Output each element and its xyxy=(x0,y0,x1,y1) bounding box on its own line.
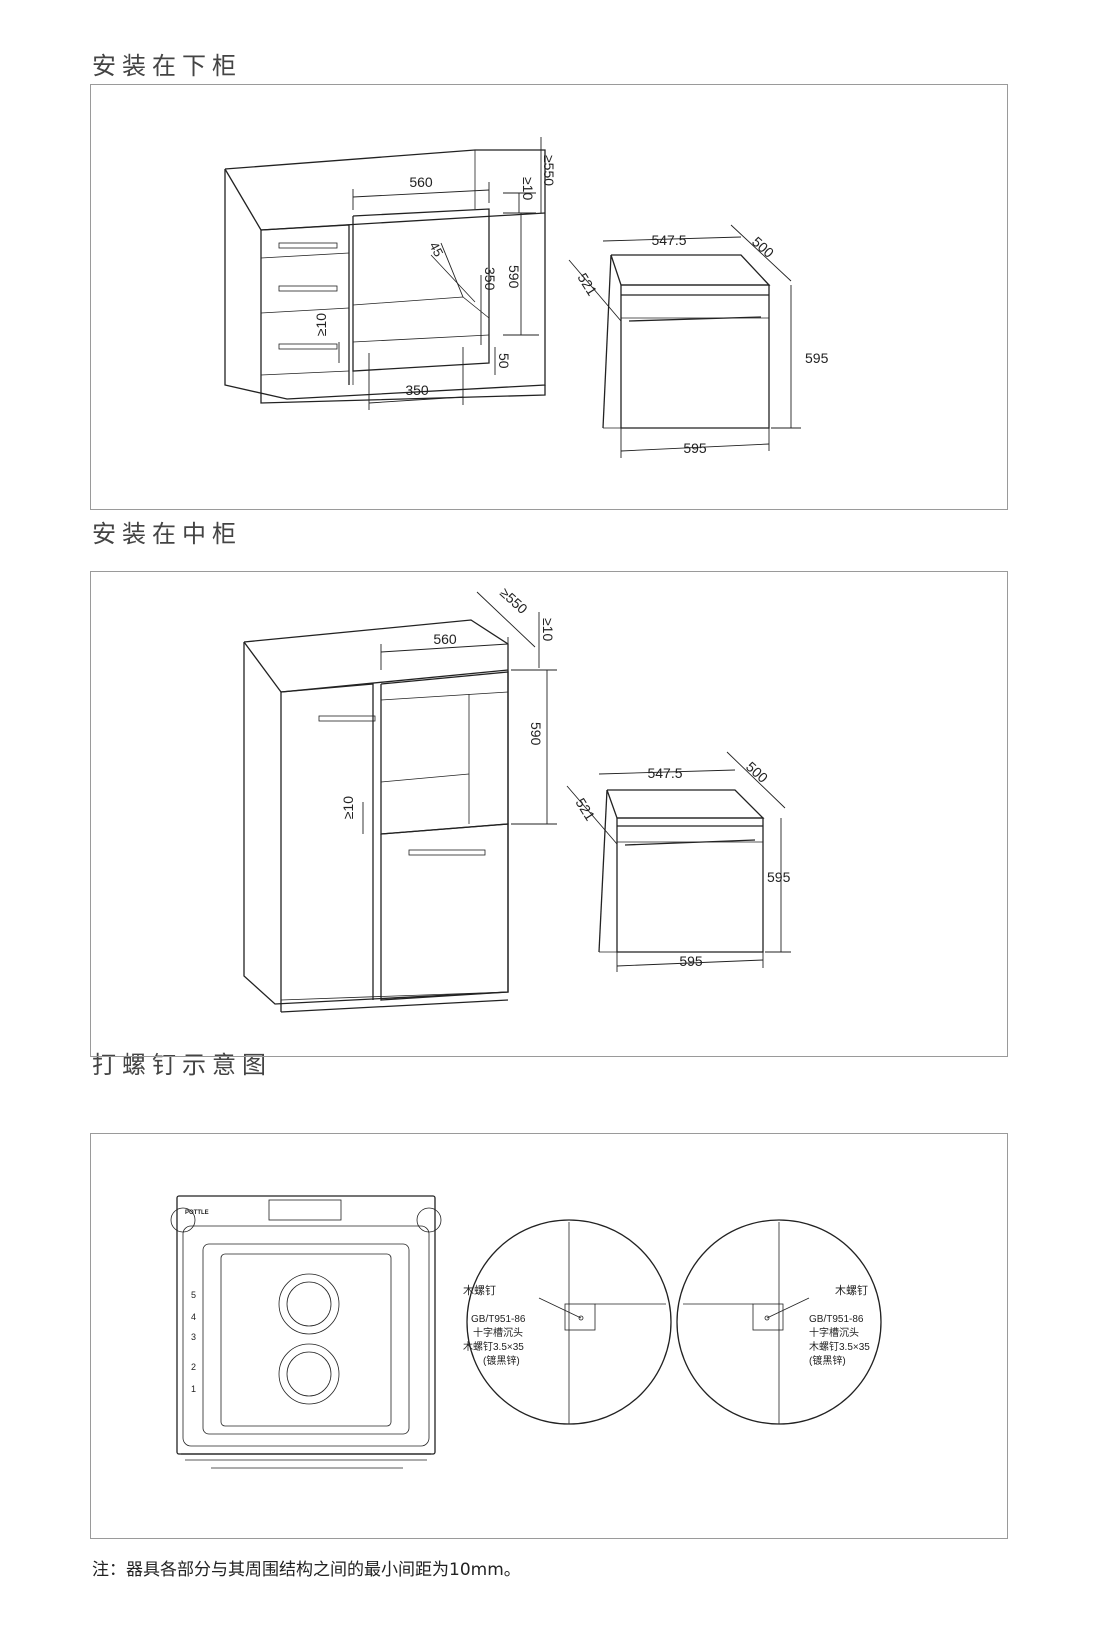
dim-lower-bottom-gap: ≥10 xyxy=(313,313,329,336)
middle-oven-dimensions: 547.5 500 521 595 595 xyxy=(566,751,791,972)
lower-cabinet-diagram: 560 ≥10 ≥550 45 350 590 ≥10 50 350 5 xyxy=(224,137,829,458)
middle-cabinet-diagram: 560 ≥550 ≥10 590 ≥10 547.5 500 521 595 5… xyxy=(243,584,791,1013)
screw-left-spec: GB/T951-86 xyxy=(471,1314,526,1325)
screw-right-finish: (镀黑锌) xyxy=(809,1354,846,1367)
screw-left-finish: (镀黑锌) xyxy=(483,1354,520,1367)
rack-level-3: 3 xyxy=(191,1332,196,1342)
screw-right-type: 十字槽沉头 xyxy=(809,1326,859,1339)
middle-cabinet-drawing xyxy=(243,619,509,1013)
screw-marker-left xyxy=(170,1207,196,1233)
dim-lower-base: 50 xyxy=(496,353,512,369)
zoom-circle-right: 木螺钉 GB/T951-86 十字槽沉头 木螺钉3.5×35 (镀黑锌) xyxy=(676,1219,882,1425)
screw-panel: POTTLE 5 4 3 2 1 木螺钉 GB/T951-86 十字槽沉头 木螺… xyxy=(90,1133,1008,1539)
lower-cabinet-dimensions: 560 ≥10 ≥550 45 350 590 ≥10 50 350 xyxy=(313,137,557,410)
screw-left-size: 木螺钉3.5×35 xyxy=(463,1341,524,1353)
oven-middle-width: 595 xyxy=(679,953,703,969)
section-title-screw: 打螺钉示意图 xyxy=(92,1051,272,1079)
screw-diagram: POTTLE 5 4 3 2 1 木螺钉 GB/T951-86 十字槽沉头 木螺… xyxy=(170,1195,882,1469)
zoom-circle-left: 木螺钉 GB/T951-86 十字槽沉头 木螺钉3.5×35 (镀黑锌) xyxy=(463,1219,672,1425)
dim-lower-height: 590 xyxy=(506,265,522,289)
oven-front-drawing: POTTLE 5 4 3 2 1 xyxy=(170,1195,442,1469)
screw-left-type: 十字槽沉头 xyxy=(473,1326,523,1339)
lower-oven-drawing xyxy=(602,254,771,429)
footnote: 注：器具各部分与其周围结构之间的最小间距为10mm。 xyxy=(92,1560,521,1580)
screw-right-label: 木螺钉 xyxy=(835,1284,868,1297)
dim-lower-vent-width: 350 xyxy=(405,382,429,398)
oven-middle-front-depth: 521 xyxy=(572,795,598,823)
middle-oven-drawing xyxy=(598,789,765,953)
dim-middle-height: 590 xyxy=(528,722,544,746)
rack-level-1: 1 xyxy=(191,1384,196,1394)
dim-lower-depth: ≥550 xyxy=(541,155,557,186)
oven-lower-front-depth: 521 xyxy=(574,270,600,298)
dim-middle-width: 560 xyxy=(433,631,457,647)
rack-level-4: 4 xyxy=(191,1312,196,1322)
lower-cabinet-panel: 560 ≥10 ≥550 45 350 590 ≥10 50 350 5 xyxy=(90,84,1008,510)
rack-level-2: 2 xyxy=(191,1362,196,1372)
dim-middle-depth: ≥550 xyxy=(497,584,531,617)
screw-right-spec: GB/T951-86 xyxy=(809,1314,864,1325)
screw-marker-right xyxy=(416,1207,442,1233)
oven-middle-height: 595 xyxy=(767,869,791,885)
screw-left-label: 木螺钉 xyxy=(463,1284,496,1297)
brand-logo: POTTLE xyxy=(185,1210,209,1216)
oven-lower-width: 595 xyxy=(683,440,707,456)
oven-lower-depth: 500 xyxy=(749,233,777,261)
dim-lower-top-gap: ≥10 xyxy=(520,177,536,200)
lower-oven-dimensions: 547.5 500 521 595 595 xyxy=(568,224,829,458)
oven-lower-height: 595 xyxy=(805,350,829,366)
screw-right-size: 木螺钉3.5×35 xyxy=(809,1341,870,1353)
section-title-middle: 安装在中柜 xyxy=(92,520,242,548)
dim-middle-bottom-gap: ≥10 xyxy=(340,796,356,819)
dim-middle-top-gap: ≥10 xyxy=(540,618,556,641)
dim-lower-width: 560 xyxy=(409,174,433,190)
section-title-lower: 安装在下柜 xyxy=(92,52,242,80)
oven-lower-top-width: 547.5 xyxy=(651,232,686,248)
dim-lower-vent: 350 xyxy=(482,267,498,291)
oven-middle-depth: 500 xyxy=(743,758,771,786)
dim-lower-diag: 45 xyxy=(426,239,446,259)
oven-middle-top-width: 547.5 xyxy=(647,765,682,781)
middle-cabinet-panel: 560 ≥550 ≥10 590 ≥10 547.5 500 521 595 5… xyxy=(90,571,1008,1057)
rack-level-5: 5 xyxy=(191,1290,196,1300)
